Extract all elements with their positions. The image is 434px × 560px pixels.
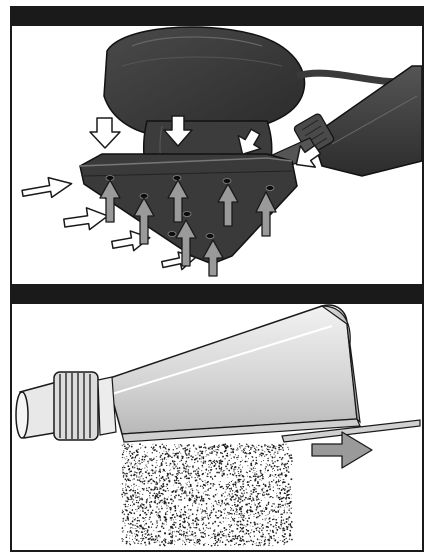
panel-header-bar <box>12 286 422 304</box>
panel-sander-suction <box>10 6 424 288</box>
panel-header-bar <box>12 8 422 26</box>
arrow-outline-down-1 <box>90 118 120 148</box>
panel-dust-box <box>10 284 424 552</box>
sanding-dust <box>121 443 292 546</box>
dust-box-illustration <box>12 304 422 550</box>
sander-illustration <box>12 26 422 286</box>
arrow-outline-right-1 <box>21 174 74 202</box>
nozzle-connector <box>16 372 116 440</box>
dust-box <box>107 305 360 442</box>
arrow-outline-right-2 <box>63 205 110 233</box>
